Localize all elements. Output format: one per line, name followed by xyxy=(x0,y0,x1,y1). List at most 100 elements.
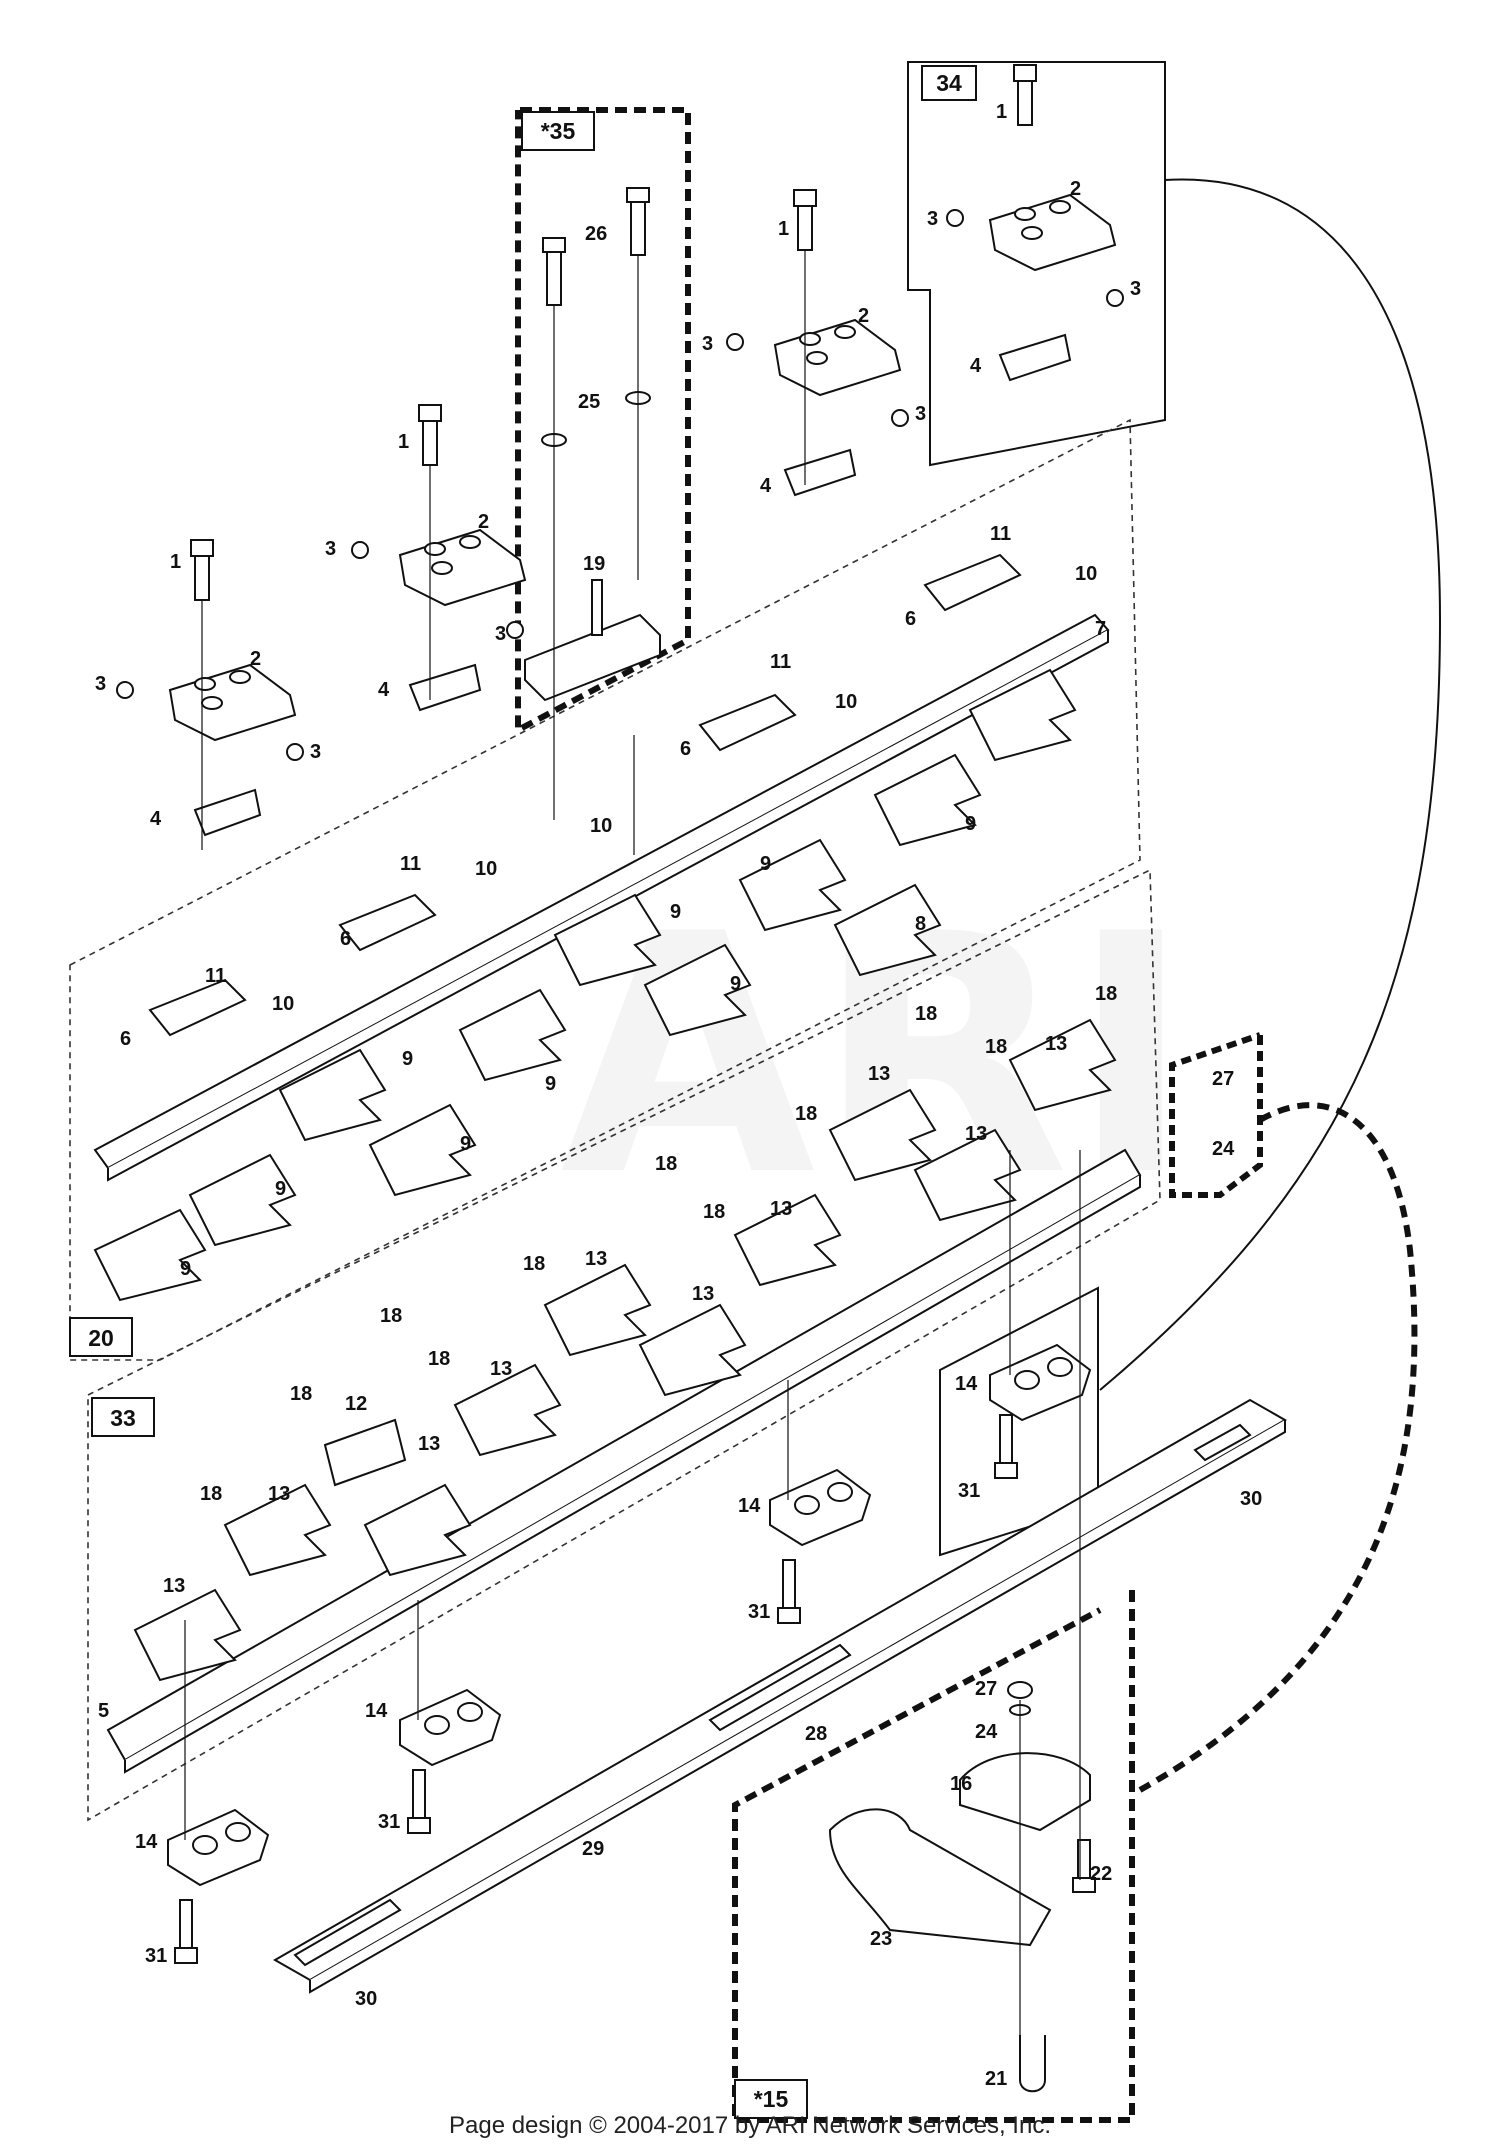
callout-18: 18 xyxy=(428,1348,450,1370)
callout-30: 30 xyxy=(1240,1488,1262,1510)
callout-13: 13 xyxy=(965,1123,987,1145)
callout-18: 18 xyxy=(200,1483,222,1505)
group-15-label: *15 xyxy=(754,2086,789,2112)
group-33-label-box xyxy=(91,1397,155,1437)
callout-3: 3 xyxy=(95,673,106,695)
callout-11: 11 xyxy=(990,523,1011,545)
callout-18: 18 xyxy=(655,1153,677,1175)
callout-10: 10 xyxy=(590,815,612,837)
skid-bar xyxy=(272,1398,1288,1994)
callout-13: 13 xyxy=(770,1198,792,1220)
callout-1: 1 xyxy=(170,551,181,573)
leader-lines xyxy=(184,250,1081,2035)
callout-27: 27 xyxy=(1212,1068,1234,1090)
group-35-label-box xyxy=(521,111,595,151)
group-34-outline xyxy=(907,61,1166,467)
callout-27: 27 xyxy=(975,1678,997,1700)
group-15-outline xyxy=(732,1590,1135,2123)
callout-18: 18 xyxy=(915,1003,937,1025)
callout-12: 12 xyxy=(345,1393,367,1415)
callout-9: 9 xyxy=(545,1073,556,1095)
callout-2: 2 xyxy=(478,511,489,533)
callout-4: 4 xyxy=(970,355,982,377)
callout-13: 13 xyxy=(868,1063,890,1085)
callout-11: 11 xyxy=(770,651,791,673)
group-20-outline xyxy=(69,418,1141,1361)
callout-9: 9 xyxy=(670,901,681,923)
callout-10: 10 xyxy=(272,993,294,1015)
group-link-dashed xyxy=(1138,1102,1418,1793)
callout-3: 3 xyxy=(495,623,506,645)
callout-14: 14 xyxy=(135,1831,158,1853)
callout-31: 31 xyxy=(378,1811,400,1833)
callout-22: 22 xyxy=(1090,1863,1112,1885)
callout-9: 9 xyxy=(402,1048,413,1070)
callout-labels: 1 2 3 3 4 1 2 3 3 4 26 2 5 1 9 3 1 2 3 4 1… xyxy=(95,101,1262,2090)
pin-block-assembly xyxy=(524,187,661,702)
callout-18: 18 xyxy=(703,1201,725,1223)
callout-13: 13 xyxy=(268,1483,290,1505)
spring-bracket-assembly xyxy=(828,1681,1096,2093)
callout-8: 8 xyxy=(915,913,926,935)
shoe-bolts xyxy=(174,1414,1018,1964)
callout-21: 21 xyxy=(985,2068,1007,2090)
callout-1: 1 xyxy=(996,101,1007,123)
callout-18: 18 xyxy=(290,1383,312,1405)
callout-11: 11 xyxy=(205,965,226,987)
callout-3: 3 xyxy=(915,403,926,425)
callout-4: 4 xyxy=(378,679,390,701)
group-34-label-box xyxy=(921,65,977,101)
guard-clip-assembly-a xyxy=(116,539,304,837)
callout-26: 26 xyxy=(585,223,607,245)
callout-18: 18 xyxy=(795,1103,817,1125)
cutter-bar xyxy=(106,1148,1142,1774)
group-link-solid xyxy=(1099,178,1442,1391)
callout-9: 9 xyxy=(460,1133,471,1155)
callout-1: 1 xyxy=(398,431,409,453)
callout-9: 9 xyxy=(180,1258,191,1280)
callout-13: 13 xyxy=(163,1575,185,1597)
callout-31: 31 xyxy=(145,1945,167,1967)
hold-down-clips xyxy=(148,553,1022,1037)
callout-1: 1 xyxy=(778,218,789,240)
callout-13: 13 xyxy=(490,1358,512,1380)
callout-6: 6 xyxy=(340,928,351,950)
callout-30: 30 xyxy=(355,1988,377,2010)
callout-7: 7 xyxy=(1095,618,1106,640)
callout-9: 9 xyxy=(730,973,741,995)
callout-5: 5 xyxy=(98,1700,109,1722)
callout-14: 14 xyxy=(365,1700,388,1722)
guard-clip-assembly-d xyxy=(946,64,1124,382)
callout-14: 14 xyxy=(738,1495,761,1517)
callout-4: 4 xyxy=(150,808,162,830)
callout-10: 10 xyxy=(1075,563,1097,585)
callout-2: 2 xyxy=(1070,178,1081,200)
callout-3: 3 xyxy=(1130,278,1141,300)
callout-2: 2 xyxy=(858,305,869,327)
callout-6: 6 xyxy=(680,738,691,760)
callout-3: 3 xyxy=(325,538,336,560)
ledger-sections xyxy=(133,1018,1117,1682)
group-20-label: 20 xyxy=(88,1325,114,1351)
group-34-label: 34 xyxy=(936,70,962,96)
callout-13: 13 xyxy=(1045,1033,1067,1055)
callout-29: 29 xyxy=(582,1838,604,1860)
callout-16: 16 xyxy=(950,1773,972,1795)
group-33-outline xyxy=(87,868,1161,1822)
callout-14: 14 xyxy=(955,1373,978,1395)
callout-13: 13 xyxy=(585,1248,607,1270)
callout-9: 9 xyxy=(760,853,771,875)
callout-2: 2 xyxy=(250,648,261,670)
callout-18: 18 xyxy=(380,1305,402,1327)
nut-washer-group-outline xyxy=(1169,1032,1263,1198)
callout-18: 18 xyxy=(1095,983,1117,1005)
guard-shoes xyxy=(167,1343,1092,1887)
guard-clip-assembly-c xyxy=(726,189,909,497)
group-20-label-box xyxy=(69,1317,133,1357)
callout-6: 6 xyxy=(905,608,916,630)
callout-9: 9 xyxy=(275,1178,286,1200)
callout-10: 10 xyxy=(835,691,857,713)
callout-3: 3 xyxy=(927,208,938,230)
callout-28: 28 xyxy=(805,1723,827,1745)
